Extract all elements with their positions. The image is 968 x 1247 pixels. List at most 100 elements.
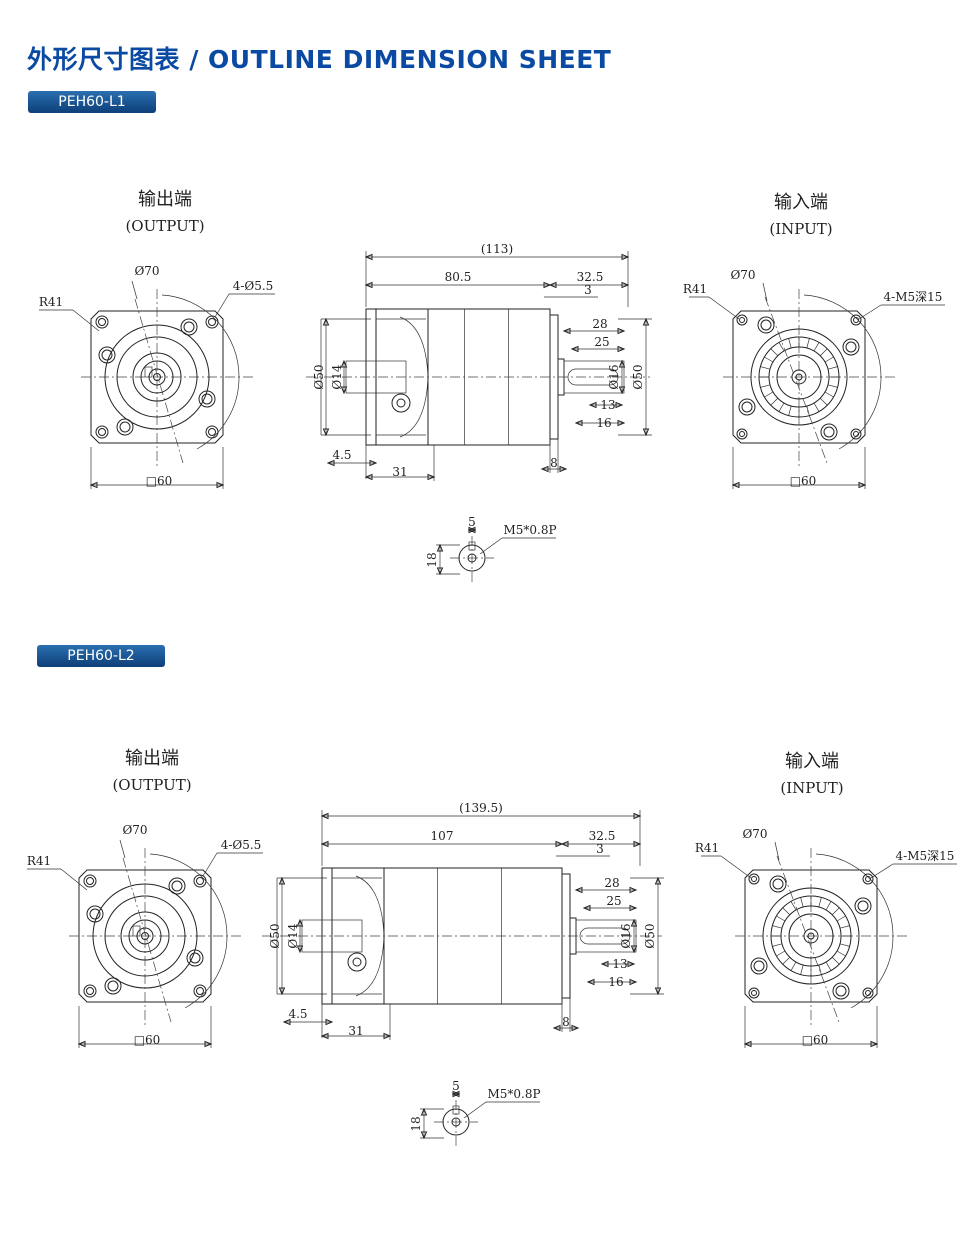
drawing-circle [751, 876, 757, 882]
drawing-path [731, 481, 740, 489]
drawing-path [559, 465, 568, 473]
drawing-line [839, 943, 850, 947]
drawing-path [579, 927, 631, 945]
drawing-circle [853, 317, 859, 323]
drawing-circle [208, 318, 216, 326]
input-d70-label: Ø70 [730, 268, 755, 282]
drawing-circle [168, 877, 186, 895]
drawing-path [615, 401, 624, 409]
d50-left-label: Ø50 [268, 923, 282, 948]
drawing-path [326, 459, 335, 467]
drawing-path [89, 481, 98, 489]
input-sub: (INPUT) [769, 220, 832, 238]
drawing-circle [853, 431, 859, 437]
d14-label: Ø14 [286, 923, 300, 948]
drawing-path [560, 840, 569, 848]
drawing-line [831, 907, 840, 916]
drawing-circle [86, 987, 94, 995]
drawing-path [567, 368, 619, 386]
input-sub: (INPUT) [780, 779, 843, 797]
drawing-line [824, 356, 834, 363]
drawing-line [813, 342, 820, 352]
len-8-label: 8 [550, 456, 558, 470]
drawing-line [825, 961, 832, 971]
drawing-line [479, 537, 503, 555]
output-square-label: □60 [134, 1033, 161, 1047]
drawing-path [600, 960, 609, 968]
drawing-circle [86, 905, 104, 923]
key-height-label: 18 [425, 552, 439, 567]
drawing-line [806, 405, 810, 416]
d16-label: Ø16 [607, 364, 621, 389]
drawing-path [574, 886, 583, 894]
len-8-label: 8 [562, 1015, 570, 1029]
drawing-path [77, 1040, 86, 1048]
key-13-label: 13 [612, 957, 627, 971]
drawing-line [122, 857, 172, 1023]
drawing-path [216, 481, 225, 489]
d14-label: Ø14 [330, 364, 344, 389]
len-31-label: 31 [392, 465, 407, 479]
drawing-line [800, 897, 804, 908]
drawing-path [383, 1032, 392, 1040]
drawing-circle [208, 428, 216, 436]
drawing-path [562, 327, 571, 335]
drawing-path [621, 253, 630, 261]
drawing-path [543, 281, 552, 289]
drawing-circle [753, 960, 765, 972]
step-label: 3 [584, 283, 592, 297]
flange-label: 4.5 [332, 448, 351, 462]
drawing-circle [769, 875, 787, 893]
drawing-circle [198, 390, 216, 408]
drawing-path [582, 904, 591, 912]
drawing-circle [101, 349, 113, 361]
drawing-circle [865, 876, 871, 882]
drawing-circle [748, 873, 760, 885]
drawing-circle [760, 319, 772, 331]
input-holes-label: 4-M5深15 [884, 290, 943, 304]
drawing-line [806, 338, 810, 349]
drawing-line [762, 282, 768, 302]
drawing-path [633, 812, 642, 820]
drawing-circle [104, 977, 122, 995]
drawing-circle [736, 314, 748, 326]
input-label: 输入端 [785, 751, 839, 772]
key-13-label: 13 [600, 398, 615, 412]
drawing-circle [189, 952, 201, 964]
drawing-line [782, 907, 791, 916]
input-r41-label: R41 [695, 841, 719, 855]
drawing-line [836, 950, 846, 957]
drawing-line [772, 943, 783, 947]
drawing-circle [862, 987, 874, 999]
drawing-circle [132, 352, 182, 402]
key-width-label: 5 [452, 1079, 460, 1093]
drawing-path [552, 1024, 561, 1032]
drawing-line [790, 901, 797, 911]
model-tag-l2: PEH60-L2 [37, 645, 165, 667]
drawing-circle [98, 346, 116, 364]
drawing-circle [116, 336, 198, 418]
drawing-circle [832, 982, 850, 1000]
drawing-path [803, 294, 882, 378]
drawing-line [202, 852, 218, 877]
input-square-label: □60 [790, 474, 817, 488]
drawing-circle [107, 980, 119, 992]
thread-label: M5*0.8P [503, 523, 556, 537]
drawing-path [732, 310, 866, 444]
drawing-line [60, 868, 88, 891]
drawing-circle [104, 895, 186, 977]
drawing-circle [748, 987, 760, 999]
drawing-line [770, 397, 779, 406]
drawing-circle [86, 877, 94, 885]
drawing-line [825, 901, 832, 911]
drawing-circle [854, 897, 872, 915]
drawing-line [790, 961, 797, 971]
output-holes-label: 4-Ø5.5 [233, 279, 274, 293]
drawing-line [708, 296, 740, 320]
output-label: 输出端 [138, 189, 192, 210]
drawing-circle [788, 913, 834, 959]
drawing-circle [180, 318, 198, 336]
drawing-circle [128, 919, 162, 953]
drawing-circle [850, 314, 862, 326]
